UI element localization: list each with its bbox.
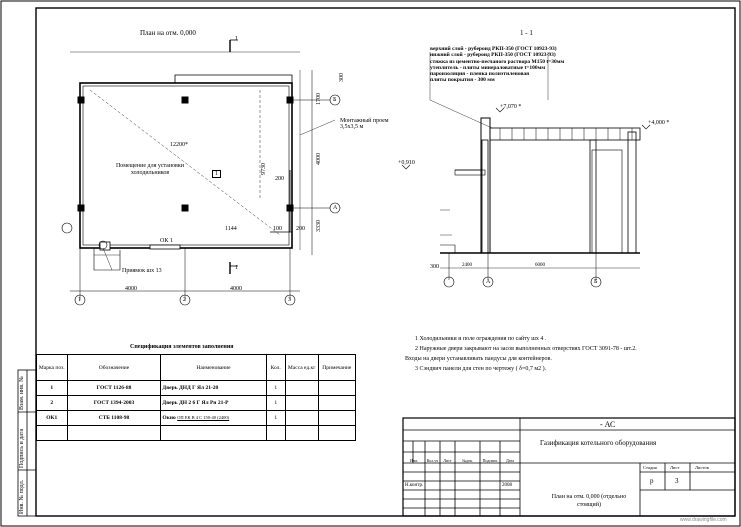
opening-note: Монтажный проем 3,5х3,5 м <box>340 118 389 130</box>
spec-h-mark: Марка поз. <box>36 354 68 381</box>
section-axis-a: А <box>486 279 491 285</box>
dim-1144: 1144 <box>225 226 237 232</box>
stamp-role: Н.контр. <box>405 483 424 488</box>
stamp-year: 2008 <box>502 483 512 488</box>
section-dim-b: 6000 <box>535 263 545 268</box>
elev-left: +0,910 <box>398 160 415 166</box>
title-block-lines <box>402 417 736 517</box>
section-title: 1 - 1 <box>520 29 533 37</box>
spec-h-note: Примечание <box>317 354 357 381</box>
dim-300: 300 <box>339 73 345 82</box>
spec-h-name: Наименование <box>160 354 267 381</box>
spec-window-note: ОП ЕК В 4 С 150-40 (2400) <box>177 415 230 420</box>
window-mark: ОК 1 <box>160 238 173 244</box>
section-dim-a: 2400 <box>462 263 472 268</box>
stamp-sheet-header: Лист <box>670 465 680 470</box>
dim-span-b: 4000 <box>230 286 242 292</box>
plan-axis-2: 2 <box>183 297 186 303</box>
plan-axis-a: А <box>333 205 338 211</box>
stamp-stage-header: Стадия <box>643 465 657 470</box>
spec-row: 1 ГОСТ 1126-88 Дверь ДНД Г Ял 21-20 1 <box>36 380 357 396</box>
stamp-sheet-title: План на отм. 0,000 (отдельно стоящий) <box>551 494 627 508</box>
plan-axis-3: 3 <box>288 297 291 303</box>
dim-9730: 9730 <box>261 163 267 175</box>
dim-1700: 1700 <box>316 93 322 105</box>
stamp-sheets-header: Листов <box>695 465 709 470</box>
side-stamp-lines <box>17 369 37 517</box>
dim-span-total: 12200* <box>170 142 188 148</box>
stamp-stage: р <box>650 477 654 485</box>
stamp-code: - АС <box>600 420 616 429</box>
section-dim-300: 300 <box>430 264 439 270</box>
plan-axis-1: 1 <box>78 297 81 303</box>
spec-row: ОК1 СТБ 1108-98 Окно ОП ЕК В 4 С 150-40 … <box>36 410 357 426</box>
plan-title: План на отм. 0,000 <box>140 29 196 37</box>
note-3: 3 Сэндвич панели для стен по чертежу ( δ… <box>415 366 547 372</box>
stamp-project: Газификация котельного оборудования <box>540 439 657 447</box>
plan-section-mark-top: 1 <box>235 36 238 42</box>
side-stamp-replace: Взам. инв. № <box>19 376 25 410</box>
layer-2: нижний слой - рубероид РКП-350 (ГОСТ 109… <box>430 52 556 59</box>
note-2b: Входы на двери устанавливать пандусы для… <box>405 356 552 362</box>
plan-section-mark-bottom: 1 <box>235 265 238 271</box>
spec-h-code: Обозначение <box>66 354 162 381</box>
plan-axis-b: Б <box>333 97 337 103</box>
layer-1: верхний слой - рубероид РКП-350 (ГОСТ 10… <box>430 46 557 52</box>
layer-5: пароизоляция - пленка полиэтиленовая <box>430 71 530 78</box>
side-stamp-inv: Инв. № подл. <box>19 479 25 514</box>
layer-3: стяжка из цементно-песчаного раствора М1… <box>430 58 565 65</box>
note-2: 2 Наружные двери закрывают на засов выпо… <box>415 346 637 352</box>
dim-200b: 200 <box>296 226 305 232</box>
dim-3330: 3330 <box>316 220 322 232</box>
spec-window-name: Окно <box>162 415 176 421</box>
room-number: 1 <box>212 170 221 178</box>
elev-right: +4,000 * <box>648 120 670 126</box>
section-axis-b: Б <box>594 279 598 285</box>
elev-top: +7,070 * <box>500 104 522 110</box>
stamp-sheet: 3 <box>675 477 679 485</box>
plan-view <box>61 39 341 306</box>
pit-note: Приямок шх 13 <box>122 268 162 274</box>
spec-row: 2 ГОСТ 1394-2003 Дверь ДН 2 6 Г Ял Рн 21… <box>36 395 357 411</box>
dim-4000: 4000 <box>316 153 322 165</box>
layer-4: утеплитель - плиты минераловатные t=100м… <box>430 64 546 71</box>
watermark: www.drawingfile.com <box>680 517 727 523</box>
room-label: Помещение для установки холодильников <box>115 163 185 177</box>
layer-6: плиты покрытия - 300 мм <box>430 77 495 84</box>
general-notes: 1 Холодильники и поле ограждения по сайт… <box>405 334 705 374</box>
dim-100: 100 <box>273 226 282 232</box>
dim-200: 200 <box>275 176 284 182</box>
spec-title: Спецификация элементов заполнения <box>130 344 234 350</box>
side-stamp-sign: Подпись и дата <box>19 428 25 468</box>
note-1: 1 Холодильники и поле ограждения по сайт… <box>415 336 547 342</box>
dim-span-a: 4000 <box>125 286 137 292</box>
section-view <box>401 52 651 288</box>
spec-table: Марка поз. Обозначение Наименование Кол.… <box>36 354 357 441</box>
spec-h-qty: Кол. <box>265 354 286 381</box>
spec-h-mass: Масса ед.кг <box>284 354 319 381</box>
layer-list: верхний слой - рубероид РКП-350 (ГОСТ 10… <box>430 46 660 84</box>
stamp-columns: Изм. Кол.уч Лист №док. Подпись Дата <box>410 458 514 463</box>
